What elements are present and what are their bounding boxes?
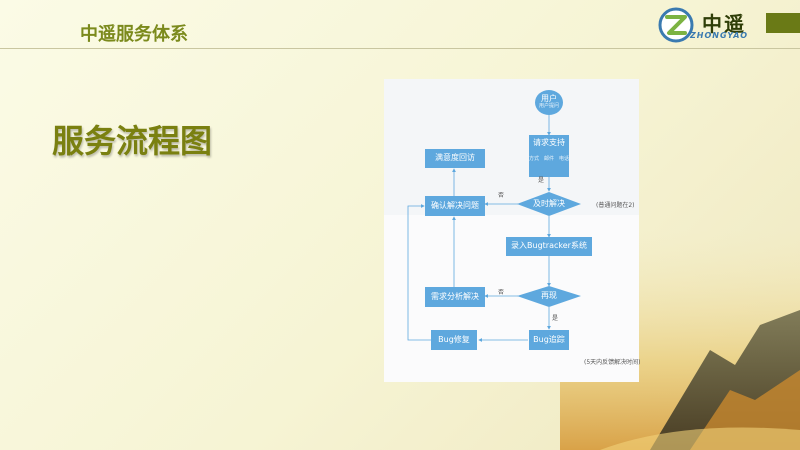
node-reproduce-decision: 再现 bbox=[529, 290, 569, 302]
node-satisfaction-label: 满意度回访 bbox=[435, 153, 475, 163]
node-confirm-label: 确认解决问题 bbox=[431, 200, 479, 210]
edge-label-yes-1: 是 bbox=[538, 177, 545, 184]
node-satisfaction: 满意度回访 bbox=[425, 149, 485, 168]
header-divider bbox=[0, 48, 800, 49]
node-user-sub: 用户提问 bbox=[538, 103, 559, 110]
node-bugtracker-label: 录入Bugtracker系统 bbox=[511, 241, 587, 251]
node-bugtracker: 录入Bugtracker系统 bbox=[506, 237, 592, 256]
node-reproduce-label: 再现 bbox=[541, 290, 557, 300]
company-logo bbox=[658, 7, 694, 43]
logo-subtext: ZHONGYAO bbox=[690, 31, 749, 40]
decision-diamond-resolve bbox=[517, 192, 581, 216]
node-bug-track-label: Bug追踪 bbox=[533, 334, 565, 344]
edge-label-no-1: 否 bbox=[498, 192, 505, 199]
node-bug-fix: Bug修复 bbox=[431, 330, 477, 350]
edge-label-yes-2: 是 bbox=[552, 315, 559, 322]
node-analyze: 需求分析解决 bbox=[425, 287, 485, 307]
header-title: 中遥服务体系 bbox=[80, 24, 188, 45]
node-user: 用户 用户提问 bbox=[535, 90, 563, 115]
node-request-support: 请求支持 方式 邮件 电话 bbox=[529, 135, 569, 177]
time-window-note-1: (普通问题在2) bbox=[596, 202, 635, 209]
page-title: 服务流程图 bbox=[52, 122, 213, 160]
node-bug-track: Bug追踪 bbox=[529, 330, 569, 350]
time-window-note-2: (5天内反馈解决时间) bbox=[584, 359, 641, 366]
logo-text: 中遥 bbox=[702, 12, 746, 36]
node-request-label: 请求支持 bbox=[533, 138, 565, 147]
node-resolve-label: 及时解决 bbox=[533, 198, 565, 208]
node-request-sub: 方式 邮件 电话 bbox=[529, 155, 570, 162]
flowchart-connectors bbox=[407, 115, 581, 342]
edge-label-no-2: 否 bbox=[498, 289, 505, 296]
node-resolve-decision: 及时解决 bbox=[525, 198, 573, 210]
header-accent-bar bbox=[766, 13, 800, 33]
service-flowchart: 用户 用户提问 请求支持 方式 邮件 电话 及时解决 确认解决问题 满意度回访 … bbox=[384, 79, 641, 382]
decision-diamond-reproduce bbox=[517, 286, 581, 307]
node-confirm: 确认解决问题 bbox=[425, 196, 485, 216]
node-user-label: 用户 bbox=[541, 94, 557, 104]
logo-z-icon bbox=[665, 15, 687, 35]
node-bug-fix-label: Bug修复 bbox=[438, 334, 470, 344]
node-analyze-label: 需求分析解决 bbox=[431, 291, 479, 301]
landscape-decoration bbox=[560, 230, 800, 450]
